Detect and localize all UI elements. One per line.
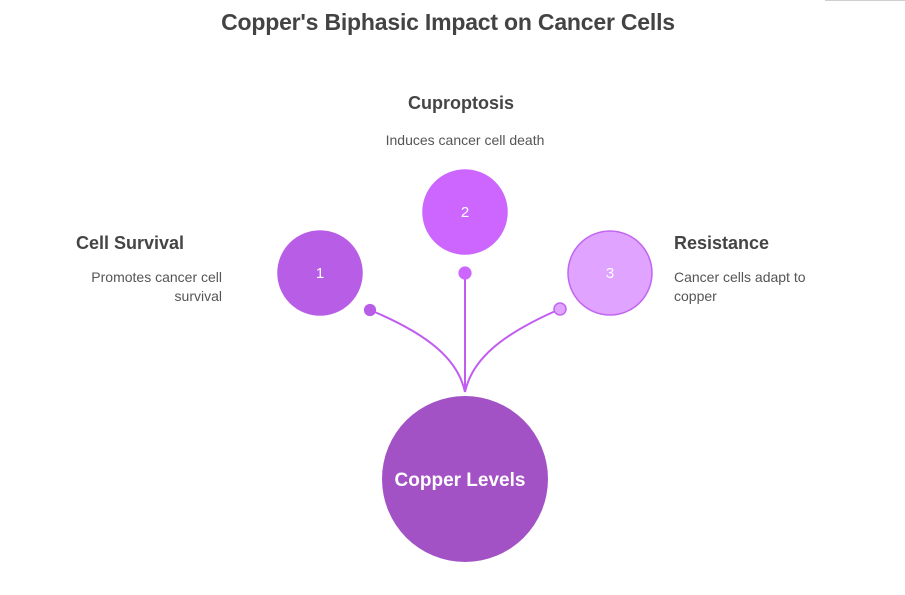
branch-description-2-line-1: Induces cancer cell death <box>385 132 545 148</box>
connector-dot-3 <box>553 302 567 316</box>
branch-number-3: 3 <box>606 265 614 282</box>
center-label: Copper Levels <box>395 470 526 491</box>
connector-dot-1 <box>363 303 377 317</box>
branch-description-3-line-1: Cancer cells adapt to <box>674 269 806 285</box>
connector-dot-2 <box>458 266 472 280</box>
branch-description-3-line-2: copper <box>674 288 717 304</box>
branch-description-2: Induces cancer cell death <box>340 131 590 150</box>
diagram-title: Copper's Biphasic Impact on Cancer Cells <box>221 9 675 35</box>
branch-heading-3: Resistance <box>674 233 770 253</box>
center-circle <box>382 396 548 562</box>
branch-description-1-line-1: Promotes cancer cell <box>91 269 222 285</box>
branch-description-3: Cancer cells adapt to copper <box>674 268 854 306</box>
branch-heading-1: Cell Survival <box>76 233 185 253</box>
branch-number-1: 1 <box>316 265 324 282</box>
branch-number-2: 2 <box>461 204 469 221</box>
branch-circle-2 <box>422 169 508 255</box>
branch-description-1-line-2: survival <box>174 288 222 304</box>
connector-1 <box>369 309 466 393</box>
branch-circle-1 <box>277 230 363 316</box>
top-edge-line <box>825 0 905 1</box>
branch-circle-3 <box>567 230 653 316</box>
branch-heading-2: Cuproptosis <box>408 93 514 113</box>
connector-3 <box>464 308 561 393</box>
branch-description-1: Promotes cancer cell survival <box>40 268 222 306</box>
